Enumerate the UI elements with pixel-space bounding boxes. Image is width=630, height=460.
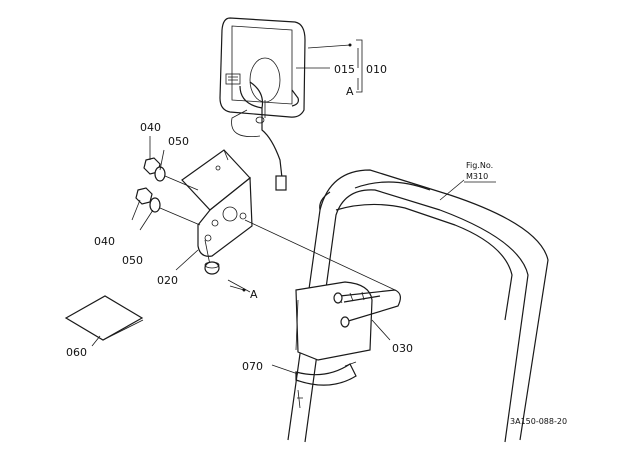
wire-harness bbox=[231, 109, 287, 191]
label-010: 010 bbox=[366, 63, 387, 76]
center-lines bbox=[204, 100, 396, 293]
label-040-lower: 040 bbox=[94, 235, 115, 248]
cable-tie bbox=[295, 361, 357, 409]
label-A-top: A bbox=[346, 85, 354, 98]
nut-washer-upper bbox=[143, 157, 199, 191]
u-bolt-clamp bbox=[295, 281, 401, 361]
label-030: 030 bbox=[392, 342, 413, 355]
nut-washer-lower bbox=[135, 187, 201, 226]
label-050-lower: 050 bbox=[122, 254, 143, 267]
fig-no-label: Fig.No. bbox=[466, 161, 493, 170]
drawing-code: 3A150-088-20 bbox=[510, 417, 567, 426]
label-070: 070 bbox=[242, 360, 263, 373]
instruction-sheet bbox=[64, 295, 144, 341]
label-040-upper: 040 bbox=[140, 121, 161, 134]
label-015: 015 bbox=[334, 63, 355, 76]
work-light bbox=[219, 17, 306, 120]
leader-lines bbox=[91, 39, 465, 375]
lower-nut bbox=[204, 261, 220, 275]
label-020: 020 bbox=[157, 274, 178, 287]
label-A-mid: A bbox=[250, 288, 258, 301]
rops-frame bbox=[287, 169, 549, 443]
fig-no-value: M310 bbox=[466, 172, 488, 181]
label-050-upper: 050 bbox=[168, 135, 189, 148]
label-060: 060 bbox=[66, 346, 87, 359]
mounting-bracket bbox=[181, 149, 253, 257]
